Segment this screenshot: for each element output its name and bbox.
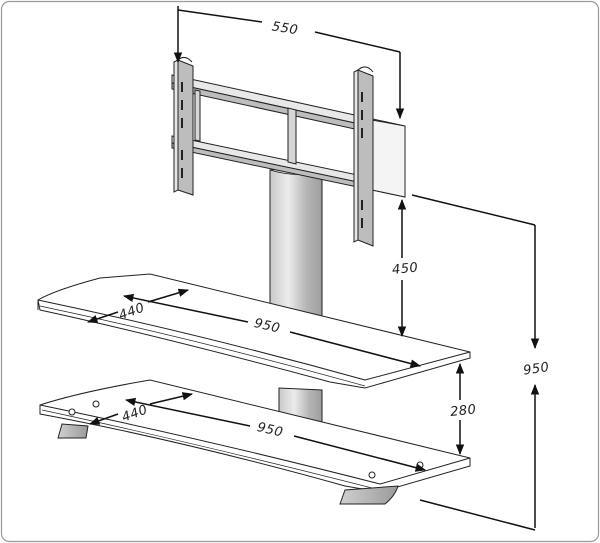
label-shelf-spacing: 280 xyxy=(449,402,477,420)
tv-bracket xyxy=(171,56,406,247)
label-bracket-height: 450 xyxy=(391,260,419,278)
lower-shelf xyxy=(39,379,471,505)
label-bracket-width: 550 xyxy=(271,19,299,38)
label-upper-shelf-width: 950 xyxy=(253,316,282,337)
label-lower-shelf-width: 950 xyxy=(256,420,285,441)
upper-shelf xyxy=(37,273,471,389)
dimension-lines xyxy=(87,6,540,531)
label-total-height: 950 xyxy=(522,360,550,379)
